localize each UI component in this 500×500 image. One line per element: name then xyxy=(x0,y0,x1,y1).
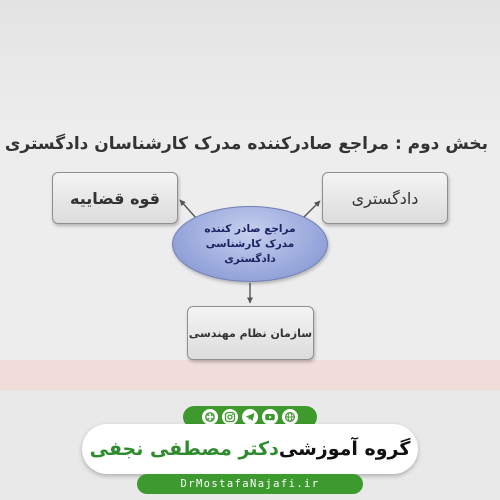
social-links xyxy=(183,406,317,428)
center-node-text: مراجع صادر کننده مدرک کارشناسی دادگستری xyxy=(190,222,310,267)
arrow-to-judiciary xyxy=(179,199,197,219)
slide-title: بخش دوم : مراجع صادرکننده مدرک کارشناسان… xyxy=(4,134,488,154)
center-line-1: مراجع صادر کننده xyxy=(204,222,296,235)
telegram-icon[interactable] xyxy=(242,409,258,425)
aparat-icon[interactable] xyxy=(202,409,218,425)
brand-banner: گروه آموزشی دکتر مصطفی نجفی xyxy=(82,424,418,474)
brand-name-part1: گروه آموزشی xyxy=(278,438,411,460)
node-courthouse: دادگستری xyxy=(322,172,448,224)
center-node: مراجع صادر کننده مدرک کارشناسی دادگستری xyxy=(172,206,328,282)
arrow-to-courthouse xyxy=(302,200,321,219)
globe-icon[interactable] xyxy=(282,409,298,425)
brand-name-part2: دکتر مصطفی نجفی xyxy=(89,438,279,460)
node-judiciary: قوه قضاییه xyxy=(52,172,178,224)
center-line-3: دادگستری xyxy=(224,252,276,265)
website-link[interactable]: DrMostafaNajafi.ir xyxy=(137,474,363,494)
youtube-icon[interactable] xyxy=(262,409,278,425)
node-engineering-organization: سازمان نظام مهندسی xyxy=(187,306,314,360)
instagram-icon[interactable] xyxy=(222,409,238,425)
center-line-2: مدرک کارشناسی xyxy=(205,237,295,250)
accent-band xyxy=(0,360,500,390)
